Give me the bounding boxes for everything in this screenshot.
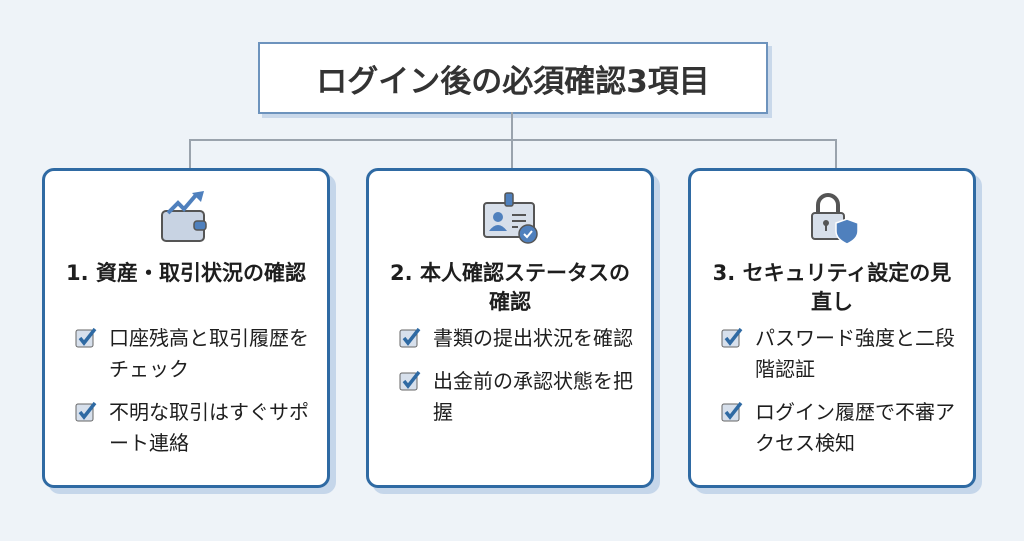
checkbox-checked-icon — [721, 327, 743, 348]
card-security: 3. セキュリティ設定の見直し パスワード強度と二段階認証 ログイン履歴で不審ア… — [688, 168, 976, 488]
checkbox-checked-icon — [75, 327, 97, 348]
connector-drop-2 — [511, 139, 513, 169]
checkbox-checked-icon — [399, 327, 421, 348]
wallet-growth-icon — [161, 191, 207, 242]
card-assets: 1. 資産・取引状況の確認 口座残高と取引履歴をチェック 不明な取引はすぐサポー… — [42, 168, 330, 488]
checklist-item: 書類の提出状況を確認 — [399, 323, 641, 354]
checklist-item: 不明な取引はすぐサポート連絡 — [75, 397, 317, 459]
card-identity: 2. 本人確認ステータスの確認 書類の提出状況を確認 出金前の承認状態を把握 — [366, 168, 654, 488]
id-card-check-icon — [483, 192, 538, 244]
connector-vertical — [511, 112, 513, 140]
card-heading: 2. 本人確認ステータスの確認 — [390, 261, 630, 314]
checkbox-checked-icon — [75, 401, 97, 422]
checklist-item: ログイン履歴で不審アクセス検知 — [721, 397, 963, 459]
connector-drop-3 — [835, 139, 837, 169]
diagram-title: ログイン後の必須確認3項目 — [258, 42, 768, 114]
card-heading: 3. セキュリティ設定の見直し — [712, 261, 952, 314]
checklist-item: 口座残高と取引履歴をチェック — [75, 323, 317, 385]
checklist-item: パスワード強度と二段階認証 — [721, 323, 963, 385]
connector-drop-1 — [189, 139, 191, 169]
checkbox-checked-icon — [399, 370, 421, 391]
checklist-item: 出金前の承認状態を把握 — [399, 366, 641, 428]
lock-shield-icon — [811, 193, 859, 245]
connector-horizontal — [189, 139, 837, 141]
checkbox-checked-icon — [721, 401, 743, 422]
card-heading: 1. 資産・取引状況の確認 — [66, 261, 306, 285]
